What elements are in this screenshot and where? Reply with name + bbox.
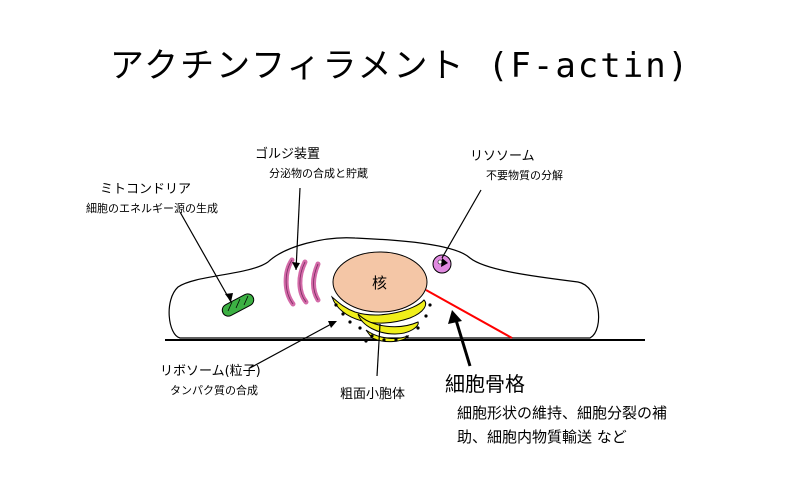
nucleus-shape xyxy=(332,251,428,313)
ribosome-desc: タンパク質の合成 xyxy=(170,384,258,397)
actin-filament xyxy=(425,289,513,339)
arrowheads xyxy=(225,258,448,328)
cytoskeleton-name: 細胞骨格 xyxy=(445,372,525,396)
label-ribosome: リボソーム(粒子) タンパク質の合成 xyxy=(160,360,261,398)
page-title: アクチンフィラメント (F-actin) xyxy=(109,46,691,86)
golgi-outline xyxy=(285,259,319,305)
ribosome-name: リボソーム(粒子) xyxy=(160,364,261,379)
rough-er-shape xyxy=(330,295,427,343)
lysosome-name: リソソーム xyxy=(470,149,535,164)
mitochondria-shape xyxy=(221,293,255,317)
label-rough-er: 粗面小胞体 xyxy=(340,383,405,402)
label-lysosome: リソソーム 不要物質の分解 xyxy=(470,145,563,183)
lysosome-desc: 不要物質の分解 xyxy=(486,169,563,182)
mitochondria-desc: 細胞のエネルギー源の生成 xyxy=(86,202,218,215)
golgi-name: ゴルジ装置 xyxy=(255,147,321,162)
cytoskeleton-arrow-shaft xyxy=(454,319,472,367)
leader-lines xyxy=(179,187,482,377)
mitochondria-name: ミトコンドリア xyxy=(100,182,192,197)
ribosome-dots xyxy=(334,303,432,343)
label-mitochondria: ミトコンドリア 細胞のエネルギー源の生成 xyxy=(86,178,218,216)
lysosome-core xyxy=(437,259,443,265)
cytoskeleton-desc-line2: 助、細胞内物質輸送 など xyxy=(457,428,627,446)
label-cytoskeleton: 細胞骨格 細胞形状の維持、細胞分裂の補 助、細胞内物質輸送 など xyxy=(445,368,667,449)
rough-er-name: 粗面小胞体 xyxy=(340,387,406,402)
cytoskeleton-arrowhead xyxy=(448,310,462,324)
golgi-desc: 分泌物の合成と貯蔵 xyxy=(269,167,368,180)
nucleus-label: 核 xyxy=(372,274,388,292)
label-golgi: ゴルジ装置 分泌物の合成と貯蔵 xyxy=(255,143,368,181)
cytoskeleton-desc-line1: 細胞形状の維持、細胞分裂の補 xyxy=(457,404,668,422)
